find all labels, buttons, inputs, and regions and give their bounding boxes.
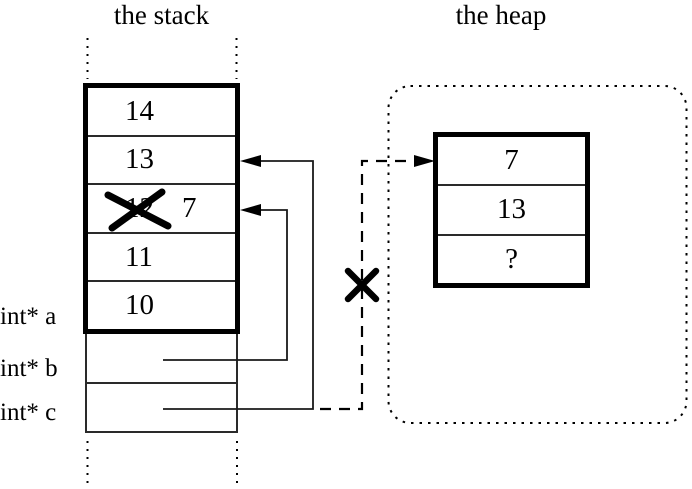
stack-cell-new-value: 7 [182, 191, 197, 224]
arrow-right-icon [414, 155, 435, 167]
stack-cell-14: 14 [88, 88, 235, 135]
heap-cell-2: ? [438, 233, 585, 283]
arrow-left-icon [240, 204, 261, 216]
heap-cell-value: ? [505, 242, 518, 275]
label-int-ptr-b: int* b [0, 355, 58, 382]
stack-cell-10: 10 [88, 280, 235, 329]
cross-out-icon [344, 267, 380, 303]
stack-cell-value: 14 [125, 94, 154, 127]
arrow-left-icon [240, 155, 261, 167]
label-int-ptr-a: int* a [0, 303, 57, 330]
heap-cell-1: 13 [438, 184, 585, 233]
heap-cell-value: 13 [497, 193, 526, 226]
stack-title: the stack [113, 0, 210, 30]
pointer-variable-rows [85, 334, 238, 433]
heap-cell-value: 7 [504, 144, 519, 177]
heap-title: the heap [455, 0, 547, 30]
dangling-pointer-dashed-line [320, 159, 414, 411]
heap-cell-0: 7 [438, 137, 585, 184]
stack-dotted-guide-bottom [86, 441, 238, 486]
stack-cell-overwritten: 12 7 [88, 183, 235, 232]
stack-cell-value: 13 [125, 143, 154, 176]
heap-object-box: 7 13 ? [433, 132, 590, 288]
stack-cell-value: 11 [125, 240, 153, 273]
stack-frame-box: 14 13 12 7 11 10 [83, 83, 240, 334]
pointer-row-c [87, 381, 236, 432]
stack-cell-13: 13 [88, 134, 235, 184]
label-int-ptr-c: int* c [0, 399, 57, 426]
stack-cell-old-value: 12 [125, 191, 154, 224]
stack-dotted-guide-top [86, 38, 238, 79]
stack-cell-value: 10 [125, 289, 154, 322]
stack-cell-11: 11 [88, 231, 235, 281]
pointer-row-b [87, 334, 236, 382]
